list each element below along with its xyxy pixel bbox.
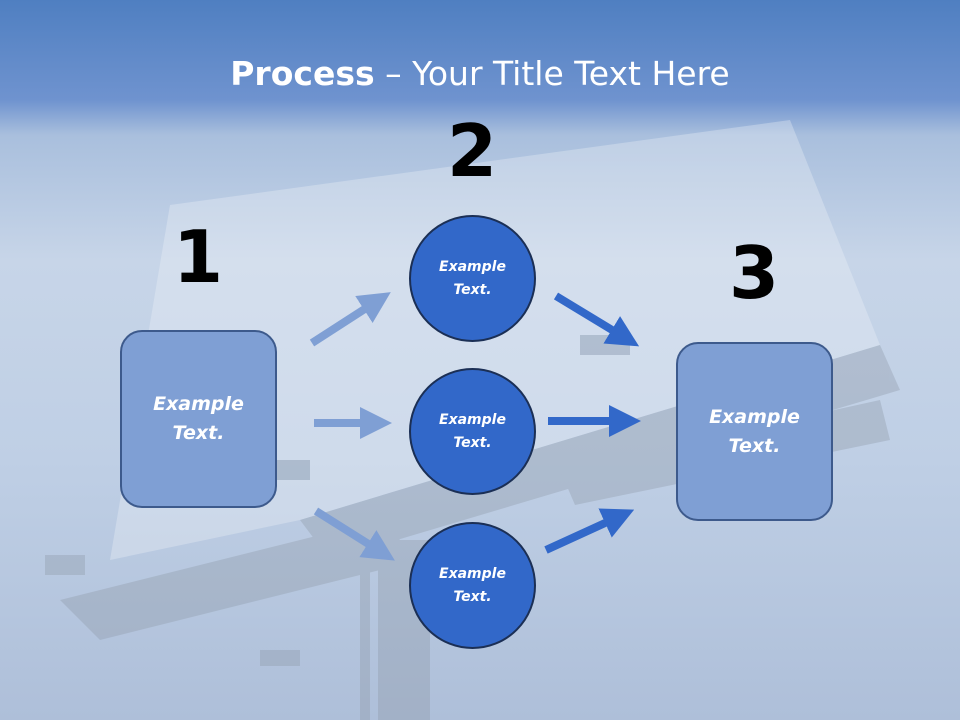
step-2-number: 2: [446, 109, 498, 193]
step-3-number: 3: [728, 231, 780, 315]
step-2-circle-top-text: Example Text.: [439, 258, 506, 298]
step-2-circle-bottom-text: Example Text.: [439, 565, 506, 605]
step-3-box: Example Text.: [676, 342, 833, 521]
page-title: Process – Your Title Text Here: [0, 52, 960, 96]
arrow-1-to-top: [309, 292, 391, 347]
step-3-text: Example Text.: [709, 405, 800, 457]
step-1-text: Example Text.: [153, 393, 244, 444]
step-2-circle-top: Example Text.: [409, 215, 536, 342]
step-2-circle-bottom: Example Text.: [409, 522, 536, 649]
step-1-number: 1: [172, 215, 224, 299]
arrow-1-to-bottom: [313, 507, 395, 561]
title-rest: – Your Title Text Here: [374, 54, 730, 93]
arrow-bottom-to-3: [544, 508, 635, 554]
step-2-circle-middle: Example Text.: [409, 368, 536, 495]
title-bold: Process: [230, 54, 375, 93]
step-1-box: Example Text.: [120, 330, 277, 508]
arrow-top-to-3: [553, 292, 640, 347]
step-2-circle-middle-text: Example Text.: [439, 411, 506, 451]
